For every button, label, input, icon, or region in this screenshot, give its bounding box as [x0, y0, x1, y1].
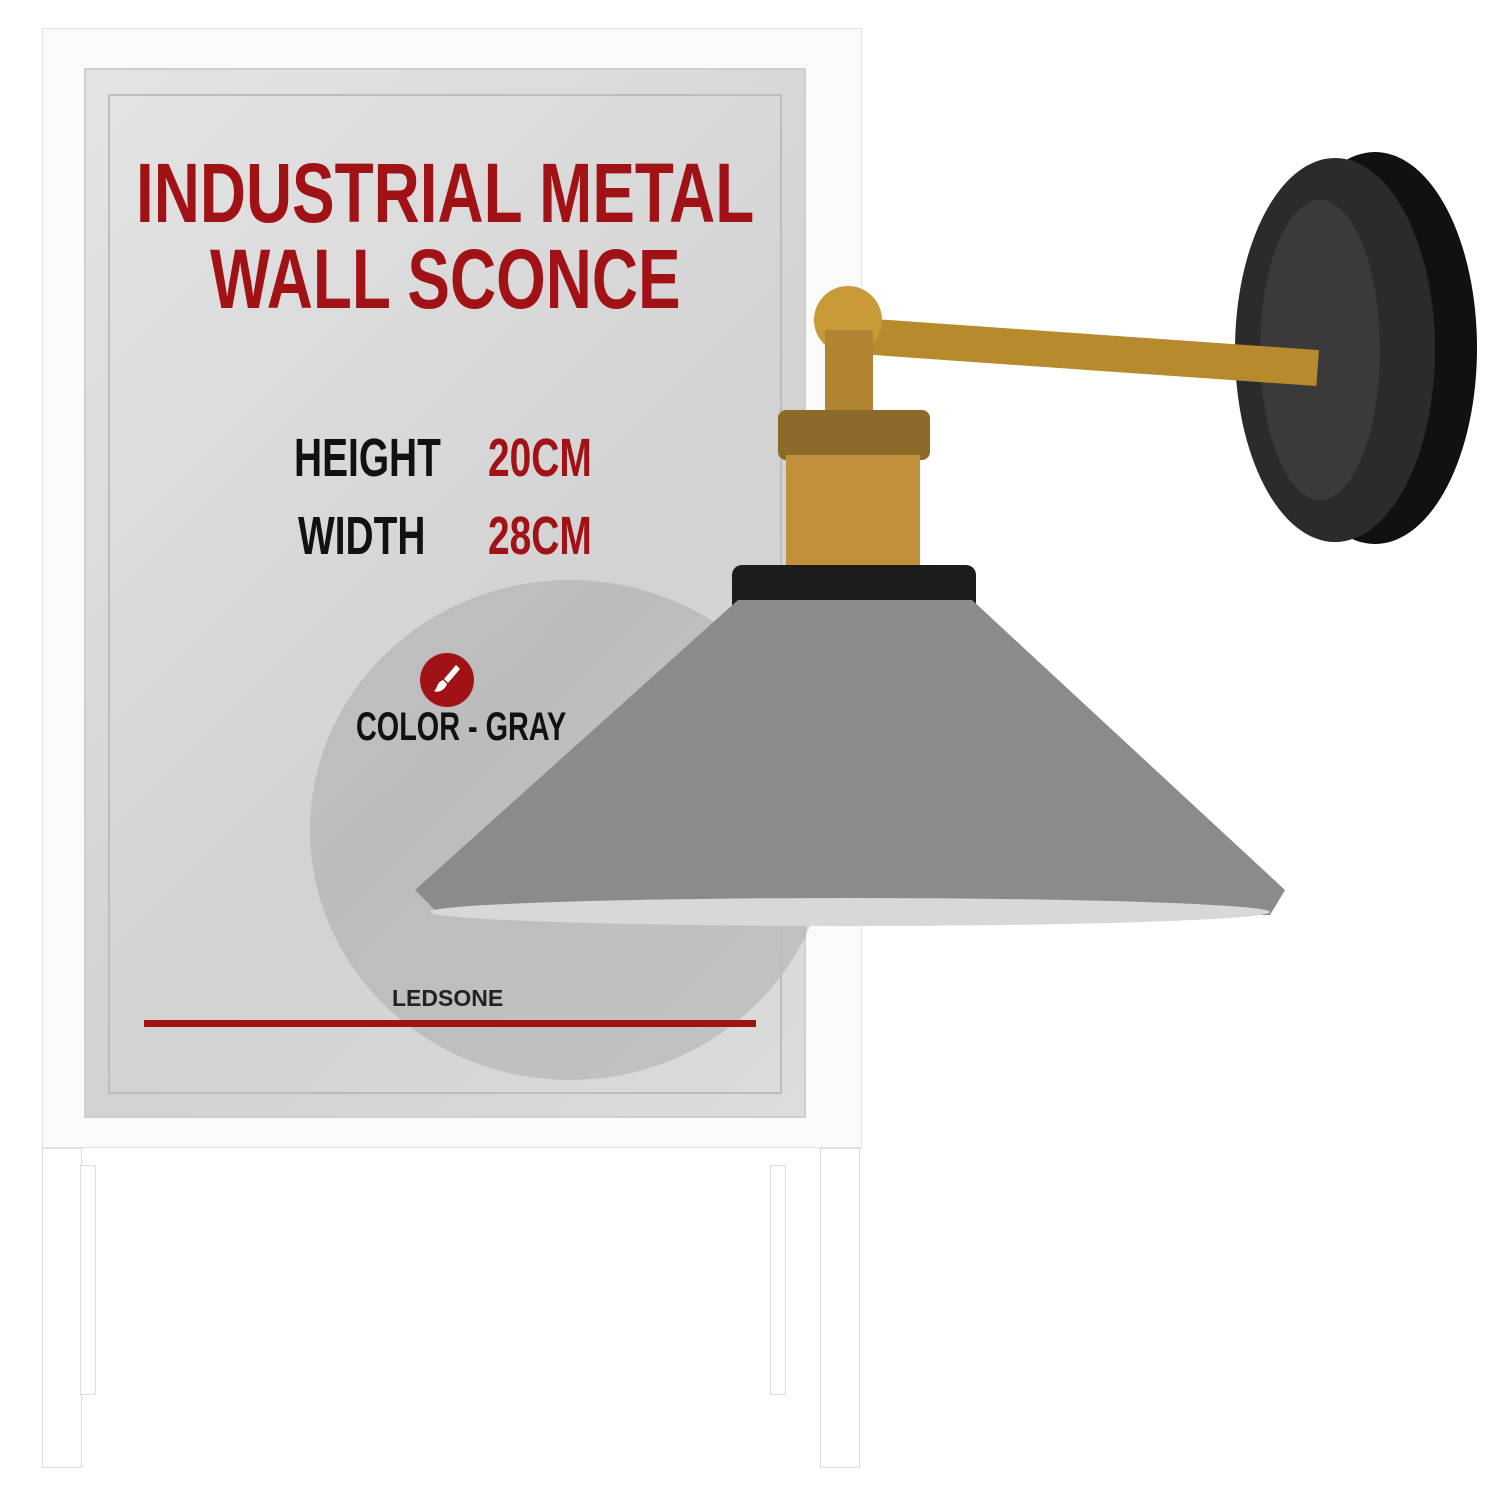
- accent-rule: [144, 1020, 756, 1027]
- paintbrush-icon: [420, 653, 474, 707]
- brand-label: LEDSONE: [392, 985, 504, 1011]
- wall-plate: [1235, 152, 1477, 544]
- poster-panel: [84, 68, 806, 1118]
- easel-leg-right: [820, 1148, 860, 1468]
- title-line-1: INDUSTRIAL METAL: [136, 146, 755, 240]
- easel-back-leg-right: [770, 1165, 786, 1395]
- socket-cap: [778, 410, 930, 460]
- easel-leg-left: [42, 1148, 82, 1468]
- color-label: COLOR - GRAY: [356, 705, 567, 749]
- width-label: WIDTH: [298, 506, 426, 566]
- brass-neck: [825, 330, 873, 420]
- brass-arm: [857, 318, 1319, 387]
- height-value: 20CM: [488, 428, 592, 488]
- height-label: HEIGHT: [294, 428, 441, 488]
- shade-rim: [430, 898, 1270, 926]
- width-value: 28CM: [488, 506, 592, 566]
- easel-back-leg-left: [80, 1165, 96, 1395]
- title-line-2: WALL SCONCE: [210, 232, 681, 326]
- socket-body: [786, 455, 920, 565]
- lamp-shade: [415, 600, 1285, 915]
